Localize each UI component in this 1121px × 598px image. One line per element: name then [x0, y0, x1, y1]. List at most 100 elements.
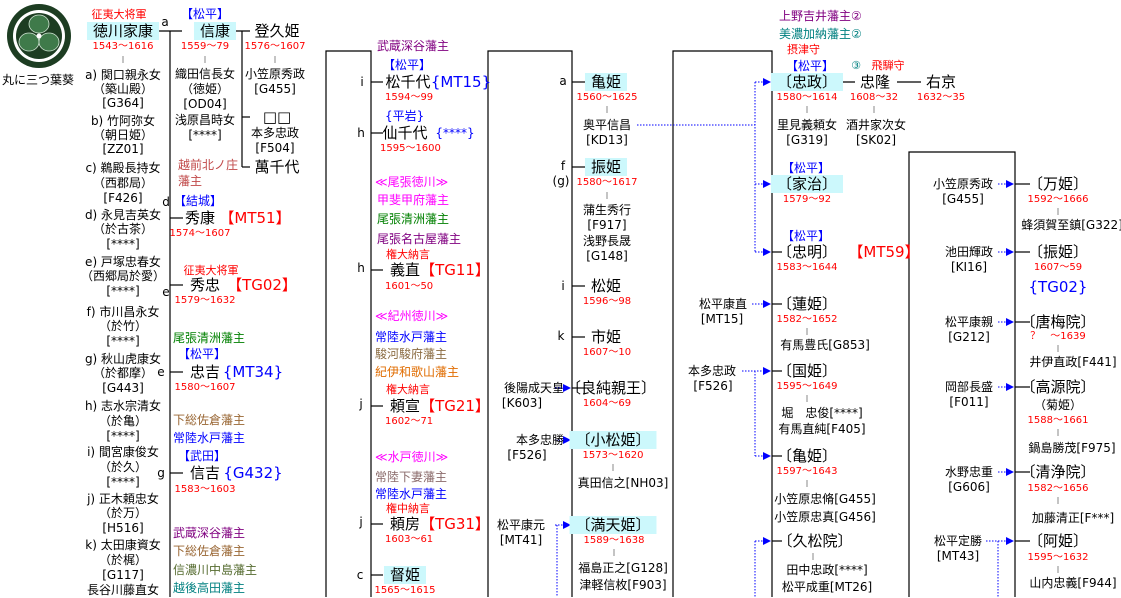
person-name: 徳川家康 — [86, 22, 160, 40]
person-name: 義直 — [389, 261, 421, 279]
consort-code: [F426] — [103, 191, 143, 205]
consort-code: [H516] — [102, 521, 144, 535]
person-name: 振姫 — [584, 158, 628, 176]
consort-alias: （於竹） — [98, 319, 148, 333]
parent-code: [MT41] — [499, 533, 543, 547]
parent-code: [G212] — [948, 330, 990, 344]
consort-code: [****] — [106, 284, 140, 298]
parent-name: 池田輝政 — [944, 245, 994, 259]
life-dates: 1543～1616 — [92, 41, 154, 52]
branch-label: h — [357, 126, 365, 140]
domain-label: 常陸水戸藩主 — [375, 330, 448, 344]
person-name: 〔蓮姫〕 — [776, 295, 838, 313]
spouse-name: 本多忠政 — [250, 126, 300, 140]
person-name: 信康 — [193, 22, 237, 40]
person-name: 〔唐梅院〕 — [1020, 313, 1096, 331]
code-badge: {G432} — [223, 464, 283, 482]
parent-code: [F526] — [693, 379, 733, 393]
title-label: 権大納言 — [386, 248, 430, 261]
branch-label: i — [561, 279, 565, 293]
person-name: 〔家治〕 — [770, 175, 844, 193]
life-dates: 1632～35 — [916, 92, 966, 103]
parent-code: [KI16] — [950, 260, 988, 274]
life-dates: 1604～69 — [582, 398, 632, 409]
life-dates: 1588～1661 — [1027, 415, 1089, 426]
consort-name: k) 太田康資女 — [85, 538, 161, 552]
person-name: 〔亀姫〕 — [776, 447, 838, 465]
spouse-code: [G455] — [254, 82, 296, 96]
spouse-name: 鍋島勝茂[F975] — [1028, 441, 1116, 455]
branch-label: j — [359, 397, 363, 411]
consort-alias: （於万） — [98, 506, 148, 520]
person-name: 〔小松姫〕 — [569, 431, 657, 449]
parent-code: [G606] — [948, 480, 990, 494]
spouse-name: 有馬豊氏[G853] — [780, 338, 870, 352]
person-name: 〔清浄院〕 — [1020, 463, 1096, 481]
code-badge: 【TG02】 — [227, 276, 297, 294]
life-dates: 1579～92 — [782, 194, 832, 205]
spouse-code: [KD13] — [586, 133, 628, 147]
domain-label: 美濃加納藩主② — [779, 27, 862, 41]
clan-label: 【結城】 — [173, 194, 223, 208]
spouse-name: 有馬直純[F405] — [778, 422, 866, 436]
life-dates: 1595～1632 — [1027, 552, 1089, 563]
domain-label: 信濃川中島藩主 — [173, 563, 258, 577]
domain-label: 常陸水戸藩主 — [375, 487, 448, 501]
spouse-code: [G319] — [786, 133, 828, 147]
parent-name: 松平康直 — [698, 297, 748, 311]
branch-label: e — [157, 365, 165, 379]
person-name: 信吉 — [189, 464, 221, 482]
parent-name: 松平康元 — [496, 518, 546, 532]
consort-alias: （西郷局於愛） — [80, 269, 166, 283]
domain-label: 武蔵深谷藩主 — [377, 39, 450, 53]
consort-code: [ZZ01] — [102, 142, 144, 156]
person-name: 秀忠 — [189, 276, 221, 294]
consort-name: e) 戸塚忠春女 — [85, 255, 161, 269]
spouse-name: 織田信長女 — [174, 67, 236, 81]
life-dates: 1607～59 — [1033, 262, 1083, 273]
clan-label: 【松平】 — [177, 347, 227, 361]
spouse-code: [OD04] — [183, 97, 227, 111]
consort-name: g) 秋山虎康女 — [84, 352, 162, 366]
spouse-code: [****] — [188, 128, 222, 142]
code-badge: 【TG31】 — [420, 515, 490, 533]
branch-label: d — [162, 195, 170, 209]
parent-name: 小笠原秀政 — [932, 177, 994, 191]
domain-label: 駿河駿府藩主 — [375, 347, 448, 361]
person-name: 〔阿姫〕 — [1027, 532, 1089, 550]
domain-label: 下総佐倉藩主 — [173, 544, 246, 558]
life-dates: 1583～1644 — [776, 262, 838, 273]
person-name: □□ — [262, 108, 292, 126]
spouse-name: 加藤清正[F***] — [1031, 511, 1115, 525]
code-badge: 【TG11】 — [420, 261, 490, 279]
parent-code: [F011] — [949, 395, 989, 409]
title-label: 飛騨守 — [871, 59, 905, 72]
consort-code: [G443] — [102, 381, 144, 395]
life-dates: 1603～61 — [385, 534, 434, 545]
clan-label: 【松平】 — [781, 161, 831, 175]
consort-code: [G117] — [102, 568, 144, 582]
domain-label: 常陸水戸藩主 — [173, 431, 246, 445]
consort-name: f) 市川昌永女 — [86, 305, 160, 319]
life-dates: 1607～10 — [582, 347, 632, 358]
parent-name: 松平康親 — [944, 315, 994, 329]
title-label: 摂津守 — [787, 43, 820, 56]
life-dates: 1594～99 — [385, 92, 434, 103]
branch-label: i — [360, 75, 364, 89]
person-name: 〔久松院〕 — [777, 532, 853, 550]
life-dates: 1589～1638 — [583, 535, 645, 546]
spouse-name: 井伊直政[F441] — [1029, 355, 1117, 369]
consort-code: [****] — [106, 475, 140, 489]
code-badge: {MT34} — [222, 363, 284, 381]
spouse-name: 堀 忠俊[****] — [781, 406, 863, 420]
house-label: ≪紀州徳川≫ — [375, 309, 449, 323]
consort-name: j) 正木頼忠女 — [87, 492, 159, 506]
person-name: 仙千代 — [382, 124, 428, 142]
branch-label: j — [359, 515, 363, 529]
code-badge: {****} — [435, 126, 475, 140]
spouse-name: 里見義頼女 — [776, 118, 838, 132]
consort-alias: （西郡局） — [92, 176, 154, 190]
spouse-alias: （徳姫） — [180, 82, 230, 96]
clan-label: 【松平】 — [180, 7, 230, 21]
